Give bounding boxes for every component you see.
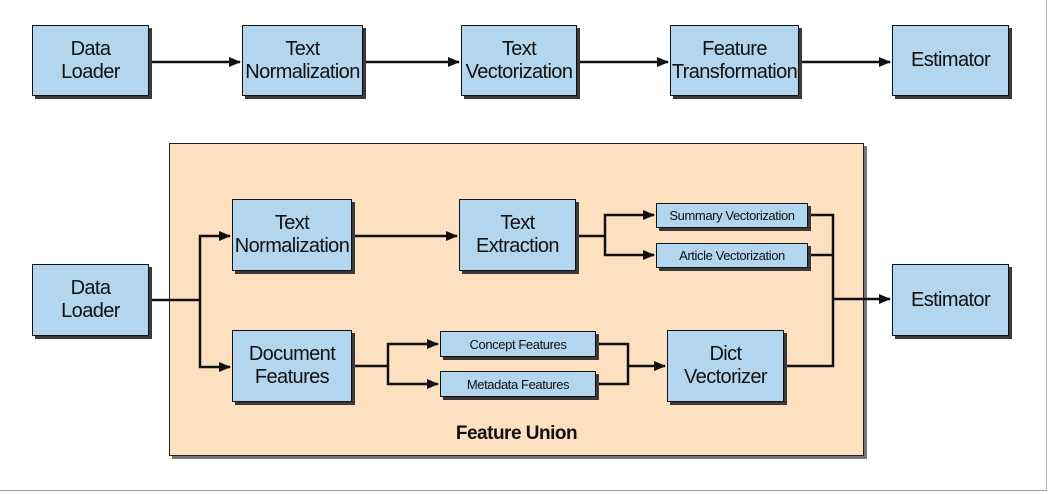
article-vectorization-label: Article Vectorization [679, 248, 785, 263]
top-text-vectorization-label: Text Vectorization [465, 37, 573, 83]
top-estimator-label: Estimator [910, 49, 991, 71]
summary-vectorization-box: Summary Vectorization [656, 203, 808, 228]
top-data-loader-label: Data Loader [61, 37, 120, 83]
feature-union-label: Feature Union [455, 423, 578, 444]
arrow-dict-to-merge [784, 299, 835, 368]
top-feature-transformation-label: Feature Transformation [671, 37, 798, 83]
summary-vectorization-label: Summary Vectorization [669, 208, 795, 223]
arrow-concept-to-merge [596, 342, 630, 366]
arrow-extraction-to-summary [603, 210, 655, 236]
metadata-features-box: Metadata Features [440, 371, 596, 397]
arrow-split-to-document-features [198, 300, 231, 372]
arrow-metadata-to-merge [596, 366, 630, 386]
concept-features-label: Concept Features [469, 336, 567, 352]
union-data-loader-label: Data Loader [61, 277, 120, 322]
union-data-loader-box: Data Loader [32, 264, 149, 336]
article-vectorization-box: Article Vectorization [656, 243, 808, 268]
document-features-box: Document Features [232, 330, 352, 402]
concept-features-box: Concept Features [440, 331, 596, 357]
top-feature-transformation-box: Feature Transformation [670, 25, 799, 96]
dict-vectorizer-box: Dict Vectorizer [667, 330, 784, 402]
union-estimator-box: Estimator [892, 264, 1009, 336]
top-text-vectorization-box: Text Vectorization [461, 25, 577, 96]
top-text-normalization-box: Text Normalization [242, 25, 363, 96]
union-estimator-label: Estimator [910, 288, 991, 311]
arrow-split-to-text-normalization [198, 231, 231, 300]
top-estimator-box: Estimator [892, 25, 1009, 96]
feature-union-panel [169, 143, 864, 456]
text-extraction-box: Text Extraction [459, 199, 576, 271]
arrow-document-to-concept [386, 339, 439, 366]
metadata-features-label: Metadata Features [466, 376, 570, 392]
dict-vectorizer-label: Dict Vectorizer [684, 343, 768, 388]
arrow-document-to-metadata [386, 366, 439, 389]
arrow-summary-to-merge [808, 213, 835, 299]
arrow-extraction-to-article [603, 236, 655, 260]
union-text-normalization-label: Text Normalization [234, 212, 350, 257]
union-text-normalization-box: Text Normalization [232, 199, 352, 271]
text-extraction-label: Text Extraction [476, 212, 560, 257]
document-features-label: Document Features [248, 343, 336, 388]
top-text-normalization-label: Text Normalization [245, 37, 360, 83]
top-data-loader-box: Data Loader [32, 25, 149, 96]
